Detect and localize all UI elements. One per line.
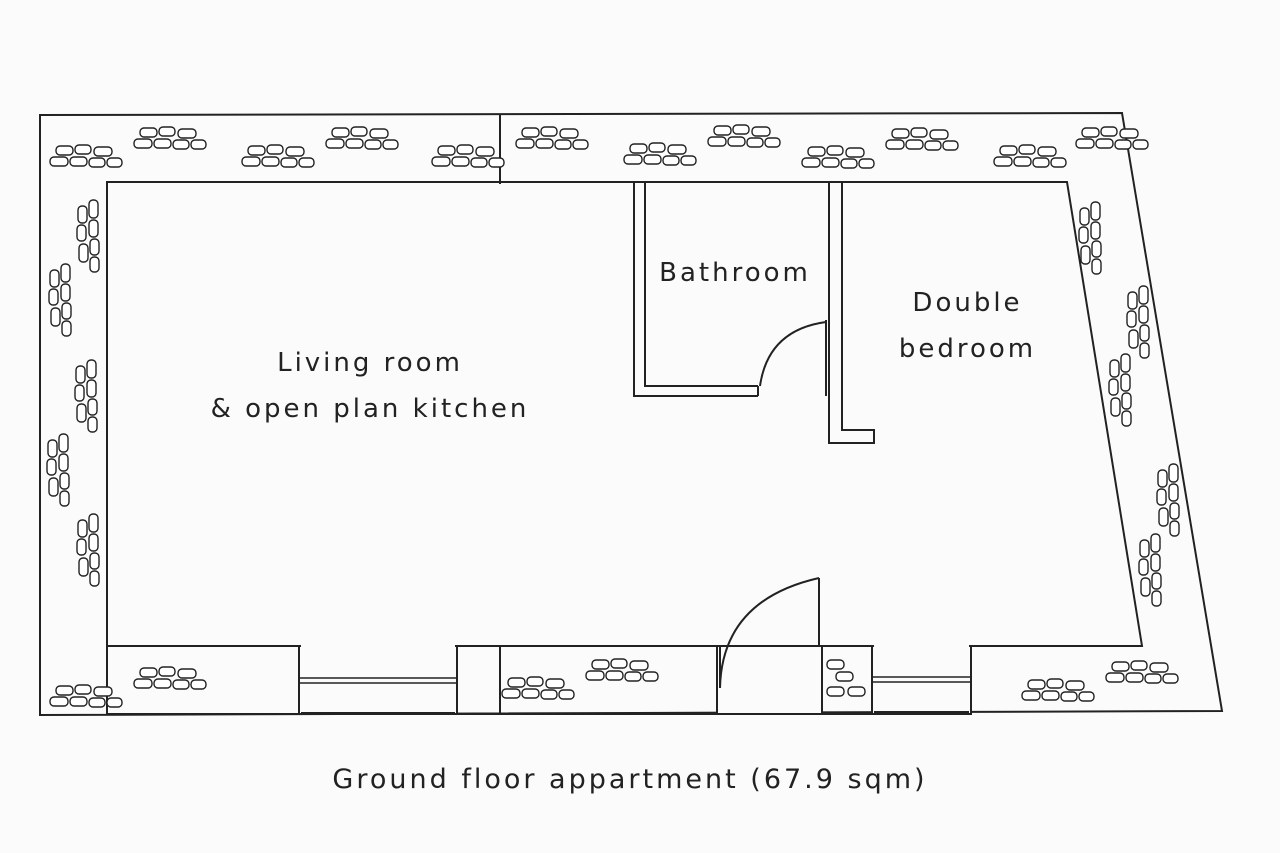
bottom-wall-segments bbox=[106, 645, 972, 715]
stones-bottom-small bbox=[826, 659, 866, 697]
stones-bottom bbox=[49, 658, 1179, 708]
outer-wall bbox=[39, 111, 1224, 717]
bathroom-label: Bathroom bbox=[659, 258, 811, 288]
bathroom-walls bbox=[633, 182, 827, 397]
stones-right bbox=[1078, 201, 1180, 607]
stones-left bbox=[46, 199, 100, 587]
entrance-door bbox=[719, 577, 820, 689]
window-right bbox=[872, 676, 971, 683]
stones-top bbox=[49, 124, 1149, 169]
living-room-label-line2: & open plan kitchen bbox=[210, 394, 530, 424]
inner-wall bbox=[106, 181, 1144, 647]
bedroom-label: Double bedroom bbox=[880, 280, 1055, 372]
bedroom-wall bbox=[828, 182, 875, 444]
bedroom-label-line2: bedroom bbox=[898, 334, 1037, 364]
living-room-label-line1: Living room bbox=[277, 348, 463, 378]
bedroom-label-line1: Double bbox=[912, 288, 1023, 318]
plan-caption: Ground floor appartment (67.9 sqm) bbox=[332, 764, 928, 795]
living-room-label: Living room & open plan kitchen bbox=[195, 340, 545, 432]
bathroom-door bbox=[759, 321, 827, 387]
window-left bbox=[299, 677, 457, 684]
